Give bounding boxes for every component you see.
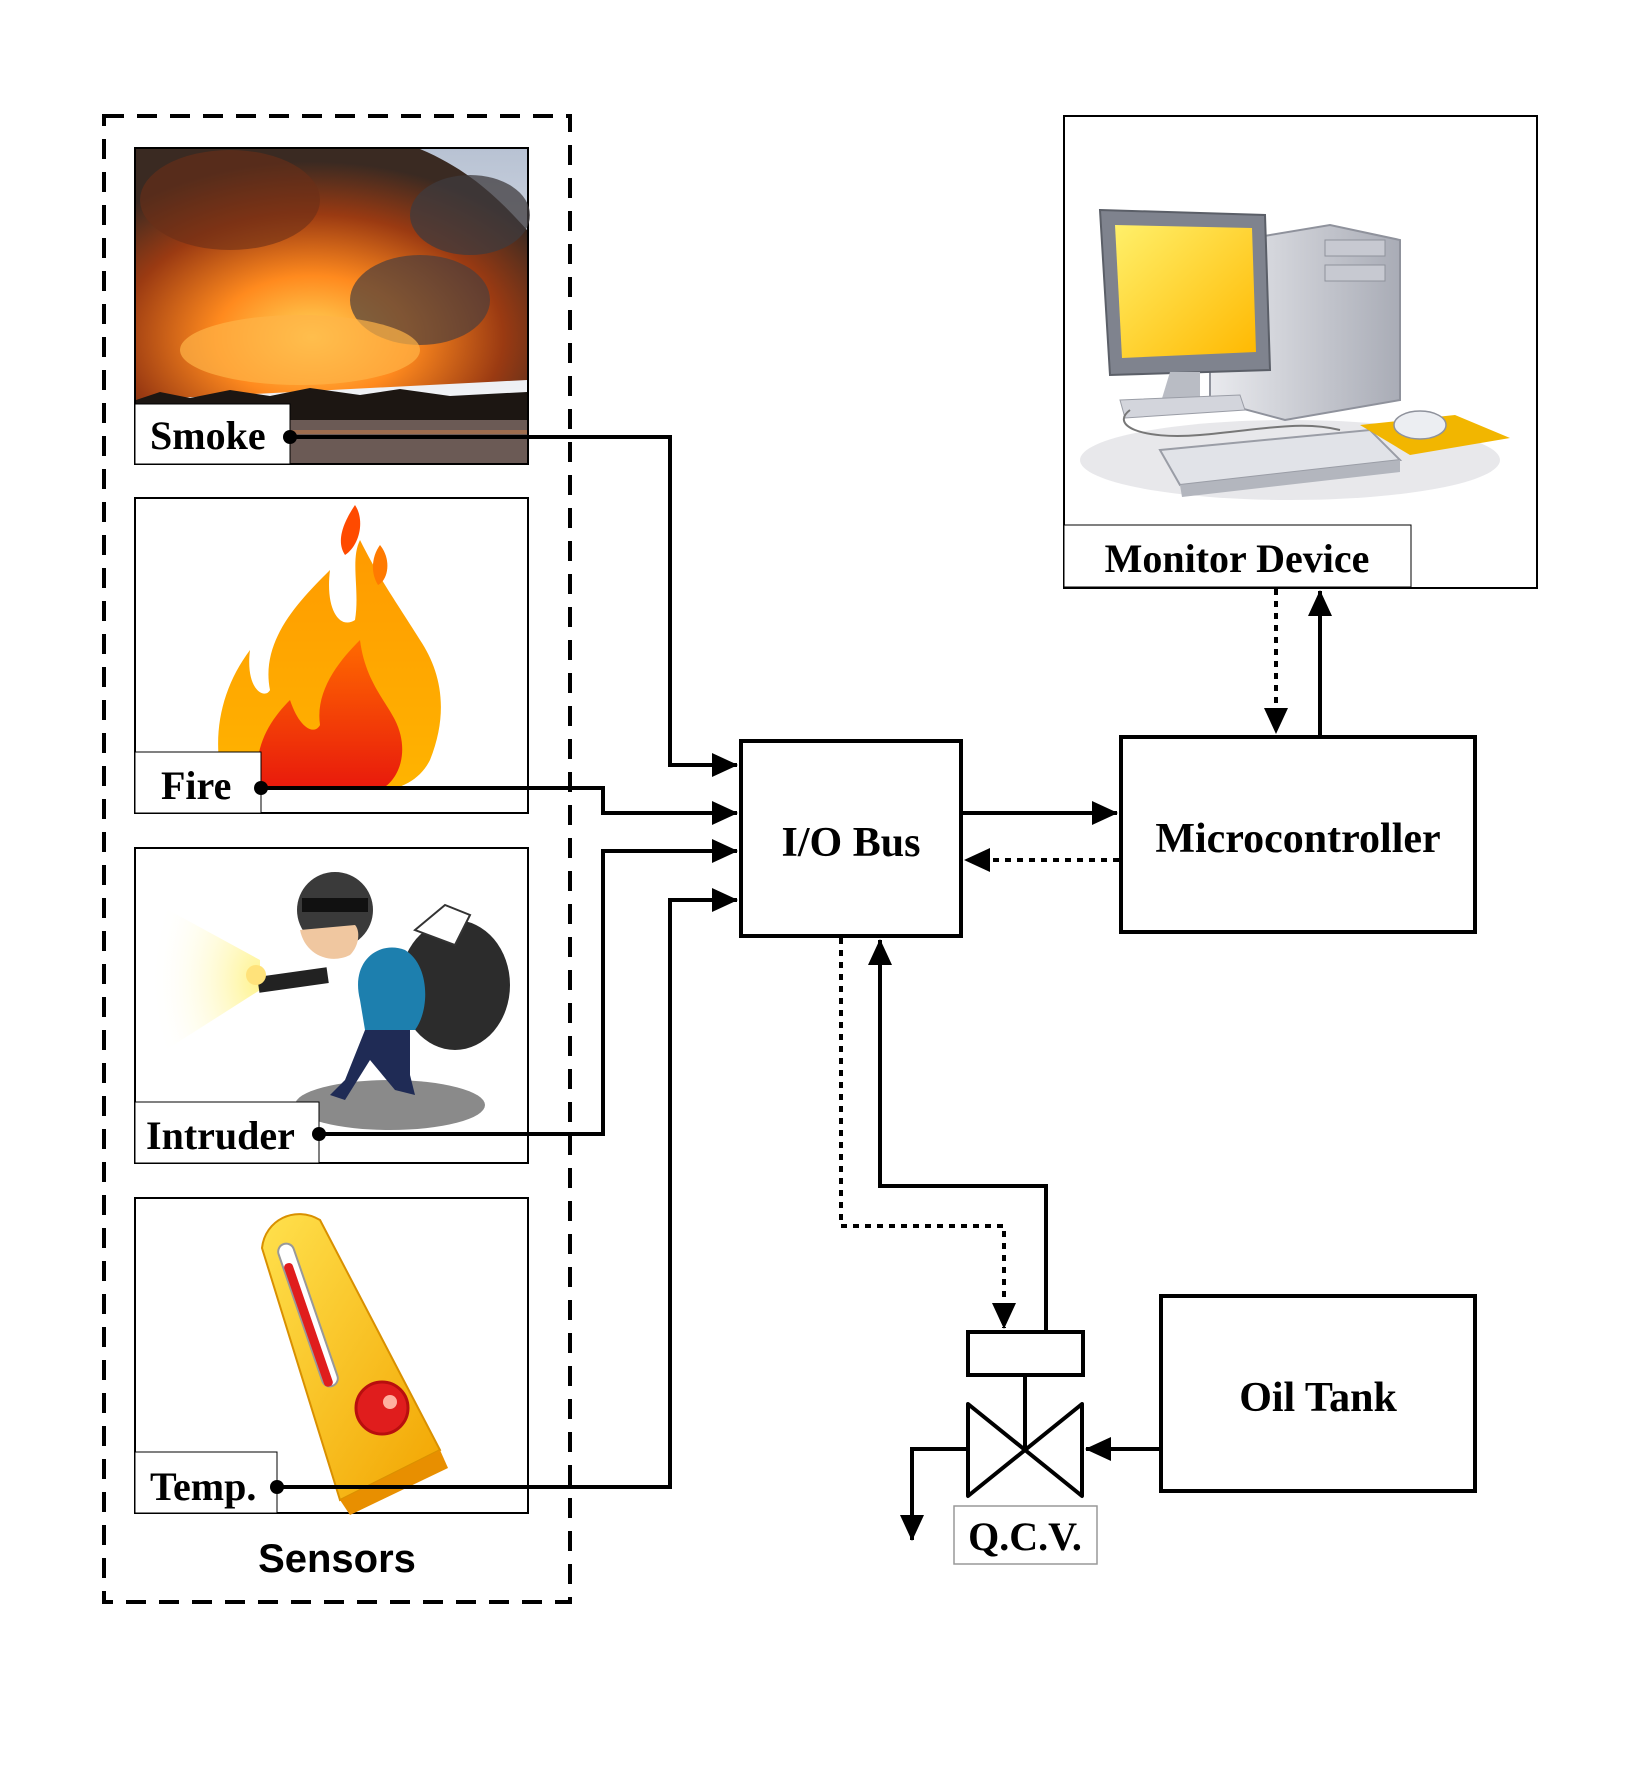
thermometer-icon (260, 1213, 448, 1515)
desktop-computer-icon (1080, 208, 1510, 500)
sensor-smoke: Smoke (134, 147, 530, 465)
sensor-output-dots (254, 430, 326, 1494)
valve-connections (839, 938, 1161, 1541)
monitor-device-block: Monitor Device (1063, 115, 1538, 589)
valve-symbol-icon (966, 1402, 1084, 1498)
sensor-label-fire: Fire (161, 763, 231, 808)
smoke-output-dot (283, 430, 297, 444)
qcv-label: Q.C.V. (968, 1514, 1082, 1559)
sensor-connections (261, 435, 738, 1489)
valve-output-line (900, 1447, 968, 1541)
temp-output-dot (270, 1480, 284, 1494)
smoke-to-iobus-line (290, 435, 738, 777)
sensor-temp: Temp. (134, 1197, 529, 1515)
sensor-intruder: Intruder (134, 847, 529, 1164)
sensor-label-temp: Temp. (150, 1464, 256, 1509)
io-bus-block: I/O Bus (739, 739, 963, 938)
microcontroller-block: Microcontroller (1119, 735, 1477, 934)
monitor-device-label: Monitor Device (1105, 536, 1370, 581)
sensor-fire: Fire (134, 497, 529, 814)
smoke-photo-icon (136, 149, 530, 463)
iobus-to-valve-dotted (839, 938, 1016, 1329)
valve-feedback-to-iobus-line (868, 939, 1048, 1332)
intruder-output-dot (312, 1127, 326, 1141)
burglar-icon (150, 872, 510, 1130)
sensor-label-intruder: Intruder (146, 1113, 295, 1158)
intruder-to-iobus-line (319, 839, 738, 1136)
fire-to-iobus-line (261, 786, 738, 825)
sensor-label-smoke: Smoke (150, 413, 266, 458)
controller-connections (961, 589, 1332, 872)
sensors-group: Sensors (102, 114, 572, 1604)
oil-tank-block: Oil Tank (1159, 1294, 1477, 1493)
sensors-group-title: Sensors (258, 1537, 416, 1581)
qcv-valve: Q.C.V. (953, 1330, 1098, 1565)
fire-output-dot (254, 781, 268, 795)
microcontroller-label: Microcontroller (1155, 816, 1440, 862)
io-bus-label: I/O Bus (782, 820, 921, 866)
temp-to-iobus-line (277, 888, 738, 1489)
oil-tank-label: Oil Tank (1239, 1375, 1397, 1421)
flame-icon (218, 505, 441, 790)
